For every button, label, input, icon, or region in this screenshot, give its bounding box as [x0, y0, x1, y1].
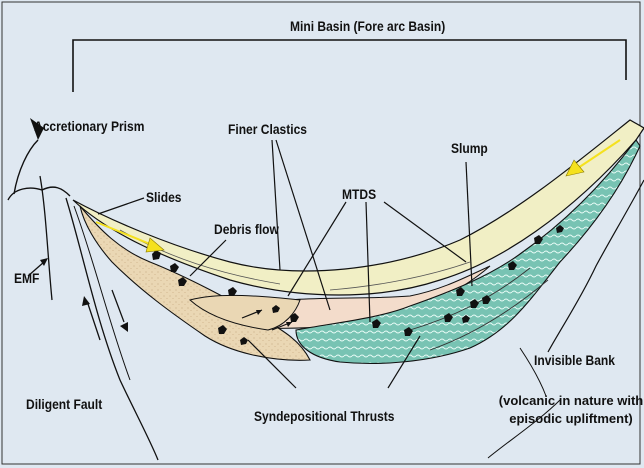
volcanic-note-label: (volcanic in nature with episodic uplift…: [498, 392, 644, 428]
accretionary-prism-outline: [8, 187, 70, 200]
mini-basin-bracket: [73, 40, 626, 92]
invisible-bank-label: Invisible Bank: [534, 352, 615, 368]
slides-label: Slides: [146, 189, 181, 205]
mtds-label: MTDS: [342, 186, 376, 202]
slump-label: Slump: [451, 140, 488, 156]
finer-clastics-label: Finer Clastics: [228, 121, 307, 137]
diligent-fault-label: Diligent Fault: [26, 396, 102, 412]
emf-fault: [40, 176, 52, 300]
debris-flow-label: Debris flow: [214, 221, 279, 237]
accretionary-prism-arrow: [14, 140, 38, 194]
emf-label: EMF: [14, 270, 39, 286]
mini-basin-label: Mini Basin (Fore arc Basin): [290, 18, 445, 34]
accretionary-prism-label: Accretionary Prism: [34, 118, 144, 134]
syndepositional-thrusts-label: Syndepositional Thrusts: [254, 408, 394, 424]
